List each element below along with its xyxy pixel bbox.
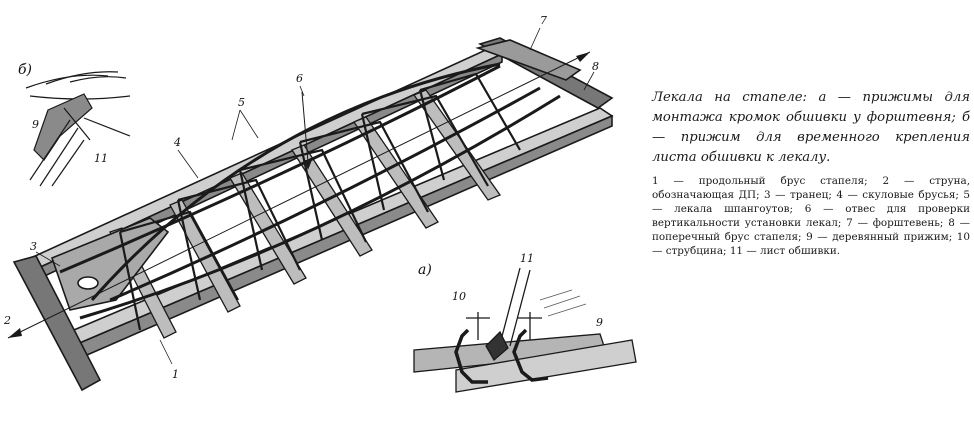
string-arrow-left <box>8 328 22 338</box>
inset-a: а) 10 11 9 <box>413 252 637 393</box>
frame-molds <box>118 72 521 331</box>
inset-b: б) 9 11 <box>18 62 131 187</box>
stringers <box>59 62 561 320</box>
chine-stringer-near <box>79 94 561 320</box>
c-clamp-left <box>454 328 488 384</box>
transom <box>50 217 170 311</box>
inset-a-callout-11: 11 <box>520 252 534 265</box>
frame-mold <box>118 210 239 331</box>
frame-mold <box>360 94 489 211</box>
sheer-batten <box>90 62 501 301</box>
centerline-string <box>7 51 591 339</box>
plumb-line <box>301 91 309 163</box>
keel-batten <box>109 86 541 302</box>
callout-8: 8 <box>592 60 599 73</box>
chine-stringer-far <box>59 64 501 274</box>
plank-a <box>455 339 637 393</box>
string-arrow-right <box>576 52 590 62</box>
caption-legend: 1 — продольный брус стапеля; 2 — струна,… <box>652 175 970 257</box>
callout-leaders <box>35 27 595 365</box>
transom-hole <box>77 276 99 290</box>
callout-2: 2 <box>3 314 11 327</box>
cross-beam <box>413 89 501 201</box>
callout-6: 6 <box>296 72 303 85</box>
stocks-base <box>12 37 614 392</box>
caption-title: Лекала на стапеле: а — прижимы для монта… <box>652 90 970 165</box>
inset-b-label: б) <box>18 62 32 78</box>
callout-7: 7 <box>540 14 547 27</box>
c-clamp-right <box>512 328 549 382</box>
boat-frame-jig-drawing: 1 2 3 4 5 6 7 8 б) 9 11 а) <box>3 14 637 393</box>
inset-a-callout-10: 10 <box>452 290 466 303</box>
callout-1: 1 <box>172 368 179 381</box>
inset-b-callout-9: 9 <box>32 118 39 131</box>
plumb-bob <box>304 160 312 170</box>
frame-mold <box>176 178 301 301</box>
callout-4: 4 <box>173 136 181 149</box>
cross-beam-stern <box>12 255 102 392</box>
callout-3: 3 <box>30 240 37 253</box>
figure-caption: Лекала на стапеле: а — прижимы для монта… <box>652 88 970 258</box>
inset-a-label: а) <box>418 262 432 278</box>
inset-a-callout-9: 9 <box>596 316 603 329</box>
callout-5: 5 <box>238 96 245 109</box>
inset-b-callout-11: 11 <box>94 152 108 165</box>
